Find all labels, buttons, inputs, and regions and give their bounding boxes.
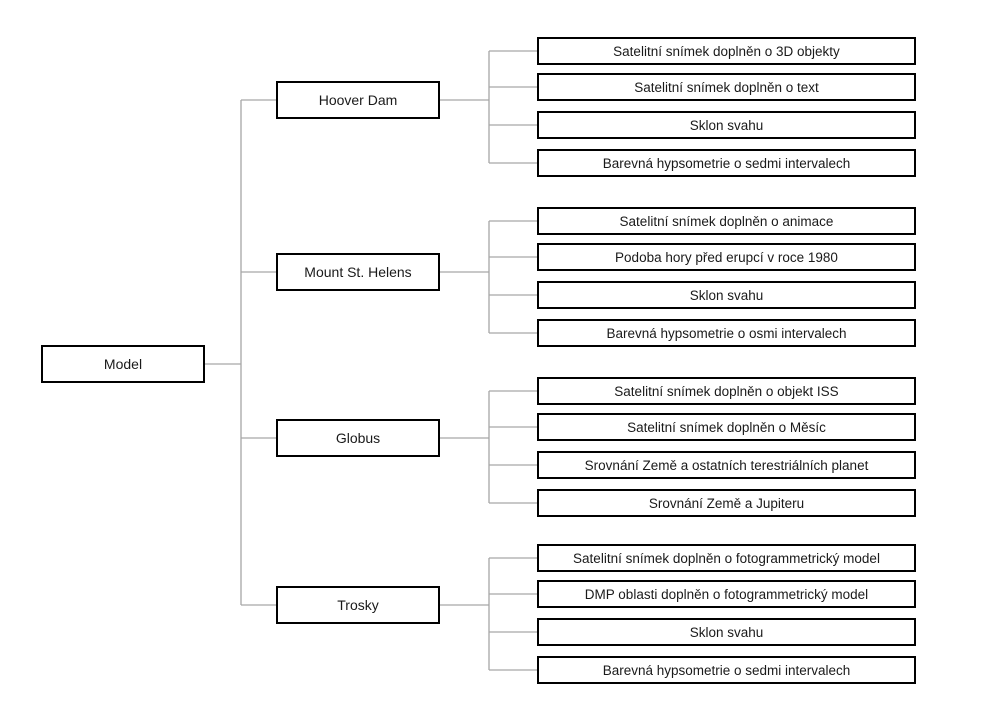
leaf-node-label: Satelitní snímek doplněn o animace	[619, 213, 834, 229]
leaf-node: Satelitní snímek doplněn o text	[537, 73, 916, 101]
leaf-node: Satelitní snímek doplněn o fotogrammetri…	[537, 544, 916, 572]
leaf-node: Satelitní snímek doplněn o objekt ISS	[537, 377, 916, 405]
leaf-node: Srovnání Země a ostatních terestriálních…	[537, 451, 916, 479]
branch-node-label: Hoover Dam	[318, 92, 398, 108]
branch-node-mount-st-helens: Mount St. Helens	[276, 253, 440, 291]
leaf-node-label: Sklon svahu	[689, 287, 764, 303]
leaf-node: Satelitní snímek doplněn o Měsíc	[537, 413, 916, 441]
leaf-node-label: Barevná hypsometrie o sedmi intervalech	[602, 662, 851, 678]
branch-node-globus: Globus	[276, 419, 440, 457]
leaf-node: Sklon svahu	[537, 111, 916, 139]
leaf-node-label: DMP oblasti doplněn o fotogrammetrický m…	[584, 586, 869, 602]
branch-node-label: Globus	[335, 430, 381, 446]
leaf-node-label: Satelitní snímek doplněn o fotogrammetri…	[573, 550, 880, 566]
root-node-model: Model	[41, 345, 205, 383]
leaf-node: Sklon svahu	[537, 281, 916, 309]
leaf-node-label: Barevná hypsometrie o sedmi intervalech	[602, 155, 851, 171]
leaf-node: Barevná hypsometrie o osmi intervalech	[537, 319, 916, 347]
leaf-node: Podoba hory před erupcí v roce 1980	[537, 243, 916, 271]
leaf-node-label: Srovnání Země a Jupiteru	[648, 495, 805, 511]
branch-node-label: Mount St. Helens	[304, 264, 412, 280]
branch-node-trosky: Trosky	[276, 586, 440, 624]
leaf-node-label: Barevná hypsometrie o osmi intervalech	[606, 325, 847, 341]
leaf-node: Barevná hypsometrie o sedmi intervalech	[537, 656, 916, 684]
leaf-node: DMP oblasti doplněn o fotogrammetrický m…	[537, 580, 916, 608]
leaf-node: Satelitní snímek doplněn o 3D objekty	[537, 37, 916, 65]
leaf-node-label: Sklon svahu	[689, 624, 764, 640]
leaf-node-label: Podoba hory před erupcí v roce 1980	[615, 249, 838, 265]
leaf-node-label: Satelitní snímek doplněn o objekt ISS	[614, 383, 839, 399]
leaf-node: Srovnání Země a Jupiteru	[537, 489, 916, 517]
leaf-node-label: Srovnání Země a ostatních terestriálních…	[584, 457, 869, 473]
leaf-node: Sklon svahu	[537, 618, 916, 646]
branch-node-label: Trosky	[337, 597, 379, 613]
root-node-label: Model	[103, 356, 143, 372]
leaf-node-label: Satelitní snímek doplněn o text	[634, 79, 819, 95]
branch-node-hoover-dam: Hoover Dam	[276, 81, 440, 119]
leaf-node: Barevná hypsometrie o sedmi intervalech	[537, 149, 916, 177]
leaf-node-label: Satelitní snímek doplněn o Měsíc	[627, 419, 826, 435]
leaf-node-label: Satelitní snímek doplněn o 3D objekty	[613, 43, 840, 59]
leaf-node: Satelitní snímek doplněn o animace	[537, 207, 916, 235]
leaf-node-label: Sklon svahu	[689, 117, 764, 133]
